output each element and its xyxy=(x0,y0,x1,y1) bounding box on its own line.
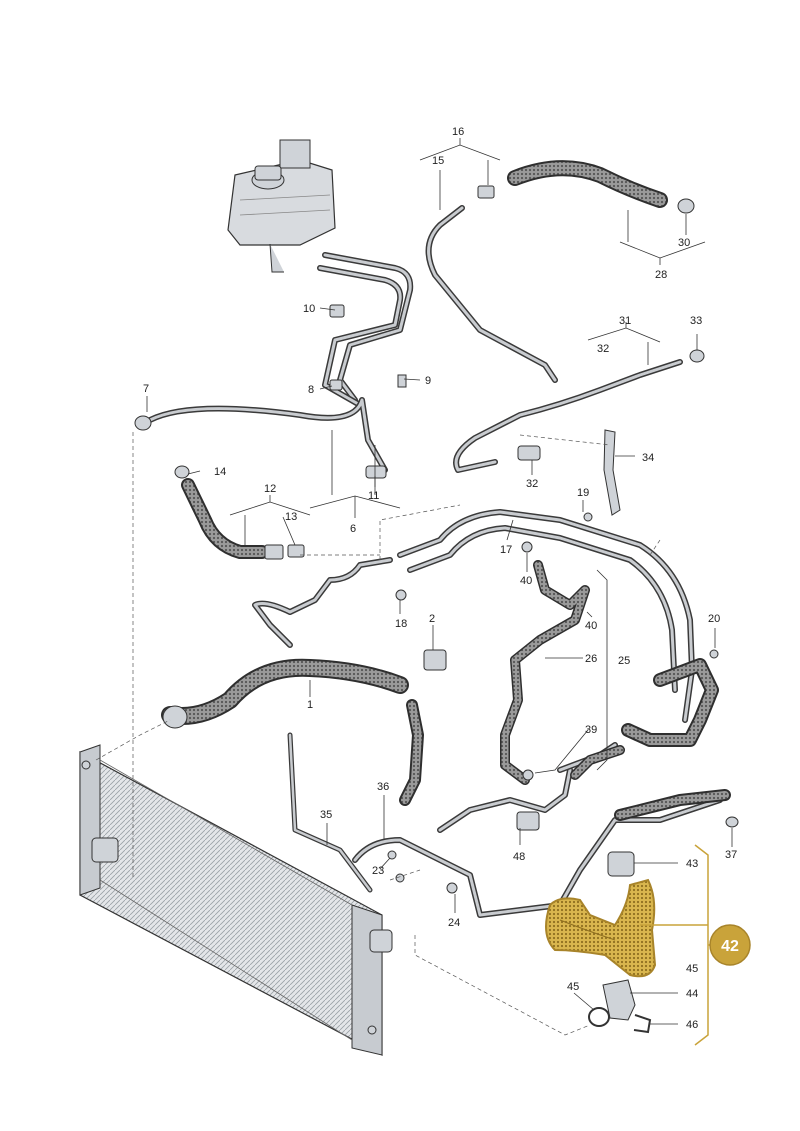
label-44: 44 xyxy=(686,988,698,1000)
label-6: 6 xyxy=(350,523,356,535)
label-46: 46 xyxy=(686,1019,698,1031)
label-28: 28 xyxy=(655,269,667,281)
expansion-tank xyxy=(227,139,336,273)
label-37: 37 xyxy=(725,849,737,861)
label-35: 35 xyxy=(320,809,332,821)
metal-pipes xyxy=(147,205,723,918)
label-30: 30 xyxy=(678,237,690,249)
label-11: 11 xyxy=(368,490,379,502)
label-13: 13 xyxy=(285,511,297,523)
callout-42-badge xyxy=(709,924,751,966)
label-24: 24 xyxy=(448,917,460,929)
highlighted-hose-42 xyxy=(545,878,657,978)
label-23: 23 xyxy=(372,865,384,877)
label-33: 33 xyxy=(690,315,702,327)
label-32-upper: 32 xyxy=(597,343,609,355)
label-40-upper: 40 xyxy=(520,575,532,587)
label-1: 1 xyxy=(307,699,313,711)
label-32-lower: 32 xyxy=(526,478,538,490)
label-15: 15 xyxy=(432,155,444,167)
label-43: 43 xyxy=(686,858,698,870)
label-18: 18 xyxy=(395,618,407,630)
label-45-right: 45 xyxy=(686,963,698,975)
label-26: 26 xyxy=(585,653,597,665)
label-8: 8 xyxy=(308,384,314,396)
label-7: 7 xyxy=(143,383,149,395)
label-31: 31 xyxy=(619,315,631,327)
small-parts xyxy=(134,185,739,1034)
label-48: 48 xyxy=(513,851,525,863)
label-12: 12 xyxy=(264,483,276,495)
radiator xyxy=(79,744,393,1056)
label-2: 2 xyxy=(429,613,435,625)
rubber-hoses xyxy=(161,160,731,821)
label-19: 19 xyxy=(577,487,589,499)
label-17: 17 xyxy=(500,544,512,556)
label-9: 9 xyxy=(425,375,431,387)
label-45-left: 45 xyxy=(567,981,579,993)
label-20: 20 xyxy=(708,613,720,625)
label-36: 36 xyxy=(377,781,389,793)
label-42: 42 xyxy=(721,938,739,955)
callout-labels: 16 15 30 28 31 33 32 10 9 8 7 34 14 32 1… xyxy=(143,126,751,1031)
label-25: 25 xyxy=(618,655,630,667)
label-10: 10 xyxy=(303,303,315,315)
label-34: 34 xyxy=(642,452,654,464)
label-14: 14 xyxy=(214,466,226,478)
label-39: 39 xyxy=(585,724,597,736)
label-16: 16 xyxy=(452,126,464,138)
label-40-lower: 40 xyxy=(585,620,597,632)
